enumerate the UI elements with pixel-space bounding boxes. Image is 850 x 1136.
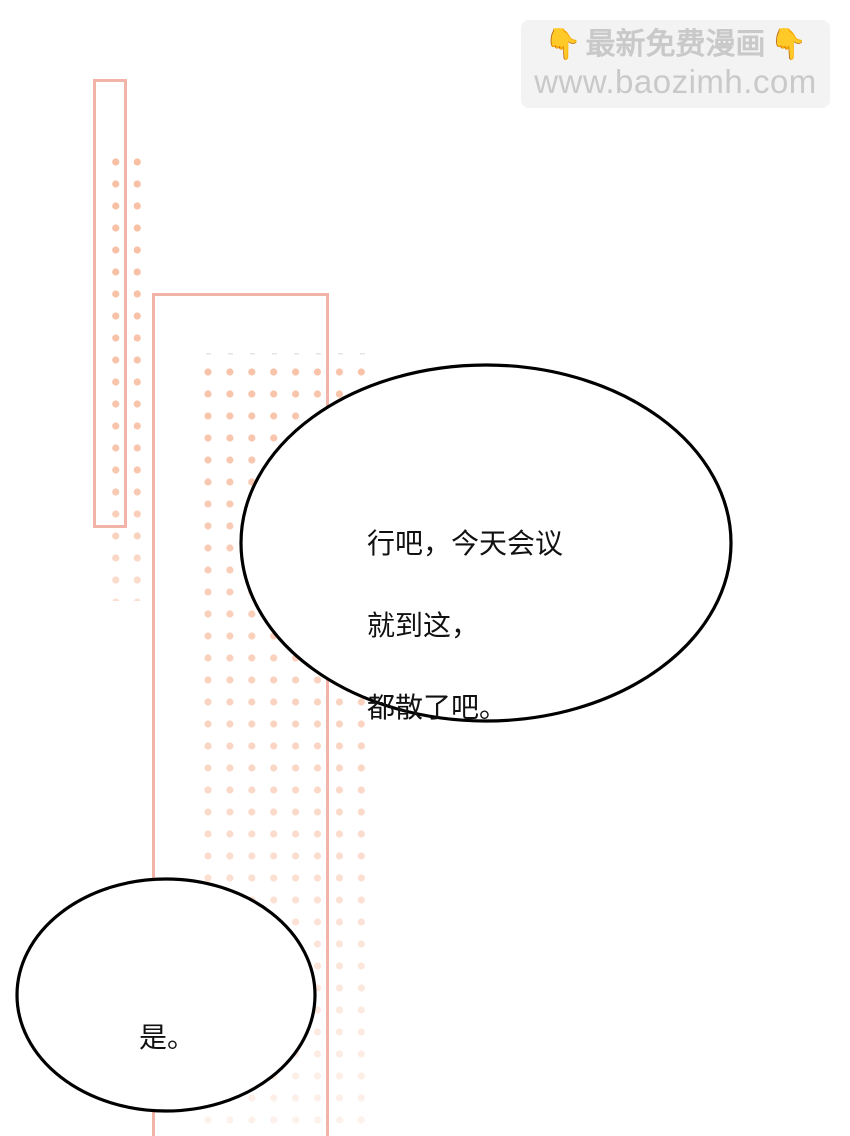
- speech-bubble-small: [15, 877, 317, 1113]
- speech-bubble-large: [239, 363, 733, 723]
- speech-line: 行吧，今天会议: [367, 527, 564, 560]
- frame-small: [93, 79, 127, 528]
- pointing-down-hand-icon: 👇: [544, 27, 582, 62]
- pointing-down-hand-icon: 👇: [769, 27, 807, 62]
- speech-line: 就到这，: [367, 609, 480, 642]
- speech-line: 都散了吧。: [367, 691, 508, 724]
- speech-text-small: 是。: [139, 976, 195, 1099]
- watermark-url: www.baozimh.com: [534, 63, 817, 100]
- speech-text-large: 行吧，今天会议 就到这， 都散了吧。: [367, 482, 563, 769]
- watermark-banner: 👇 最新免费漫画 👇 www.baozimh.com: [521, 20, 830, 108]
- speech-line: 是。: [139, 1021, 196, 1054]
- frame-large: [152, 293, 329, 1136]
- watermark-title-row: 👇 最新免费漫画 👇: [544, 27, 807, 63]
- watermark-title: 最新免费漫画: [585, 27, 766, 62]
